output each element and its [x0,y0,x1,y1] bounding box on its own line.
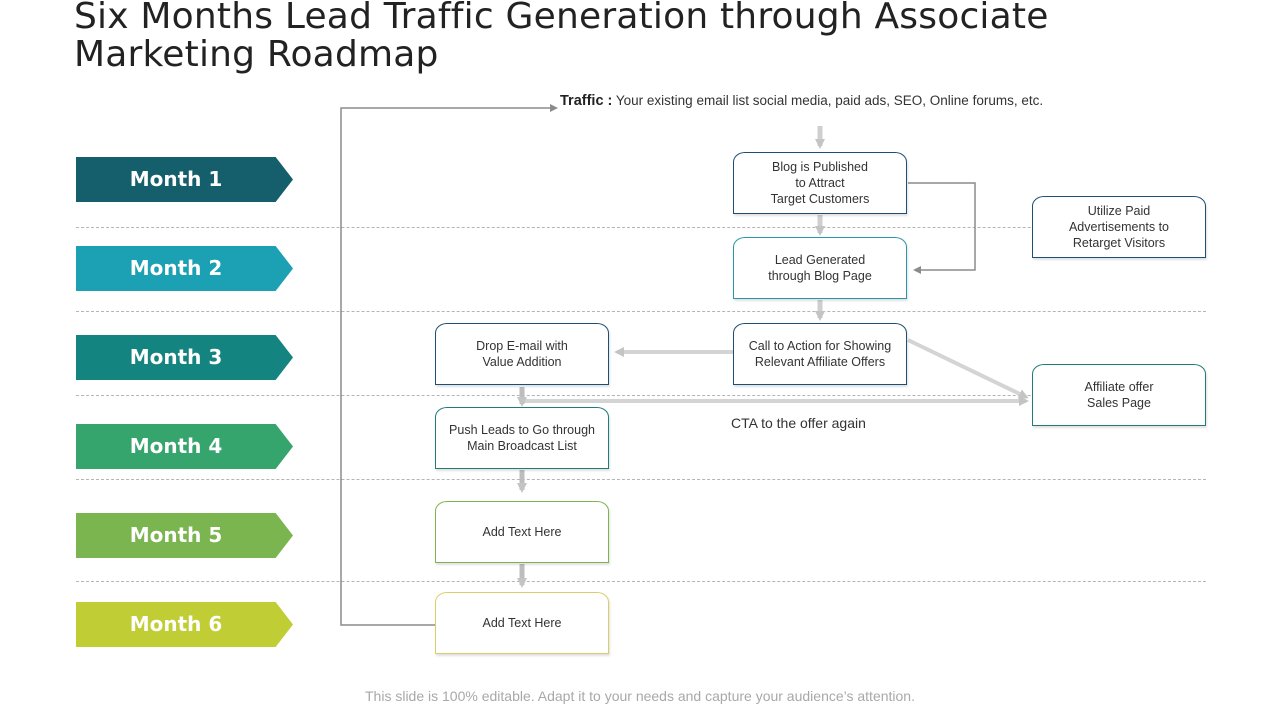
month-6-label: Month 6 [76,602,293,647]
month-2-label: Month 2 [76,246,293,291]
row-divider [76,395,1206,396]
month-5-label: Month 5 [76,513,293,558]
month-1-label: Month 1 [76,157,293,202]
drop-email-box: Drop E-mail with Value Addition [435,323,609,385]
push-leads-box: Push Leads to Go through Main Broadcast … [435,407,609,469]
footer-note: This slide is 100% editable. Adapt it to… [365,688,915,704]
cta-label: CTA to the offer again [731,415,866,431]
paid-ads-box: Utilize Paid Advertisements to Retarget … [1032,196,1206,258]
row-divider [76,227,1206,228]
loop-connector [340,104,558,626]
traffic-label: Traffic : [560,93,613,109]
bracket-blog-lead [908,182,976,274]
row-divider [76,311,1206,312]
add-text-box-1: Add Text Here [435,501,609,563]
month-4-label: Month 4 [76,424,293,469]
row-divider [76,479,1206,480]
traffic-text: Your existing email list social media, p… [615,93,1044,108]
row-divider [76,581,1206,582]
arrow-cta-affiliate [907,338,1029,399]
month-3-label: Month 3 [76,335,293,380]
affiliate-offer-box: Affiliate offer Sales Page [1032,364,1206,426]
traffic-note: Traffic : Your existing email list socia… [560,92,1050,110]
lead-generated-box: Lead Generated through Blog Page [733,237,907,299]
call-to-action-box: Call to Action for Showing Relevant Affi… [733,323,907,385]
add-text-box-2: Add Text Here [435,592,609,654]
page-title: Six Months Lead Traffic Generation throu… [74,0,1049,75]
blog-published-box: Blog is Published to Attract Target Cust… [733,152,907,214]
